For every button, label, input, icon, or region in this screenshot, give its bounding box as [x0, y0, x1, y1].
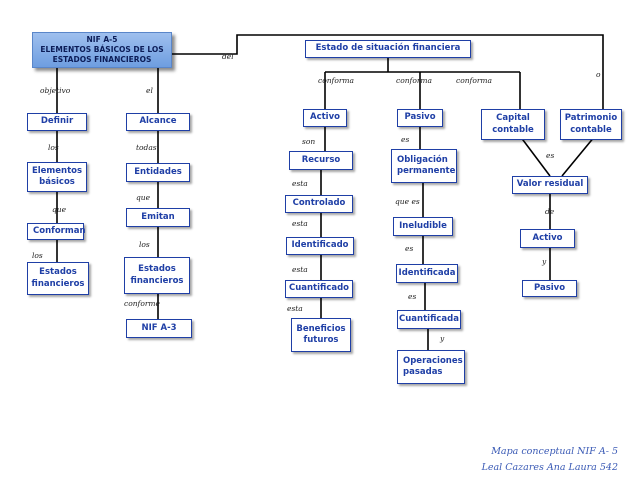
node-activo: Activo	[303, 109, 347, 127]
node-valor-residual: Valor residual	[512, 176, 588, 194]
node-nif-a3: NIF A-3	[126, 319, 192, 338]
node-alcance: Alcance	[126, 113, 190, 131]
node-identificada: Identificada	[396, 264, 458, 283]
node-cuantificada: Cuantificada	[397, 310, 461, 329]
node-cuantificado: Cuantificado	[285, 280, 353, 298]
label-el: el	[146, 86, 153, 95]
label-que-2: que	[136, 193, 151, 202]
node-entidades-text: Entidades	[134, 166, 182, 177]
node-patrimonio-contable-text: Patrimonio contable	[564, 113, 618, 135]
node-activo-right: Activo	[520, 229, 575, 248]
node-estado-situacion-text: Estado de situación financiera	[315, 43, 461, 54]
node-estados-financieros-mid: Estados financieros	[124, 257, 190, 294]
node-capital-contable-text: Capital contable	[492, 113, 534, 135]
node-nif-a3-text: NIF A-3	[141, 322, 177, 333]
node-identificada-text: Identificada	[398, 267, 456, 278]
label-conforma-3: conforma	[456, 76, 493, 85]
diagram-title-text: NIF A-5 ELEMENTOS BÁSICOS DE LOS ESTADOS…	[40, 34, 164, 65]
label-esta-2: esta	[292, 219, 308, 228]
node-pasivo-text: Pasivo	[404, 112, 436, 123]
diagram-title: NIF A-5 ELEMENTOS BÁSICOS DE LOS ESTADOS…	[32, 32, 172, 68]
credit-line-2: Leal Cazares Ana Laura 542	[481, 462, 618, 473]
node-cuantificada-text: Cuantificada	[399, 313, 459, 324]
label-o: o	[596, 70, 601, 79]
label-esta-3: esta	[292, 265, 308, 274]
label-los-3: los	[139, 240, 150, 249]
label-es-3: es	[408, 292, 417, 301]
node-patrimonio-contable: Patrimonio contable	[560, 109, 622, 140]
node-obligacion-permanente: Obligación permanente	[391, 149, 457, 183]
label-que-1: que	[52, 205, 67, 214]
node-emitan-text: Emitan	[141, 211, 175, 222]
node-obligacion-permanente-text: Obligación permanente	[397, 154, 456, 176]
node-cuantificado-text: Cuantificado	[288, 283, 350, 294]
node-estados-financieros-mid-text: Estados financieros	[130, 264, 184, 286]
label-los-1: los	[48, 143, 59, 152]
node-elementos-basicos: Elementos básicos	[27, 162, 87, 192]
label-que-es: que es	[395, 197, 420, 206]
node-conforman: Conforman	[27, 223, 86, 240]
node-estados-financieros-left: Estados financieros	[27, 262, 89, 295]
label-conforma-2: conforma	[396, 76, 433, 85]
label-y-2: y	[542, 257, 547, 266]
label-esta-4: esta	[287, 304, 303, 313]
node-estados-financieros-left-text: Estados financieros	[31, 267, 85, 289]
label-es-4: es	[546, 151, 555, 160]
label-son: son	[302, 137, 316, 146]
node-definir: Definir	[27, 113, 87, 131]
label-conforme: conforme	[124, 299, 160, 308]
node-estado-situacion: Estado de situación financiera	[305, 40, 471, 58]
label-es-1: es	[401, 135, 410, 144]
credit-line-1: Mapa conceptual NIF A- 5	[491, 446, 618, 457]
label-objetivo: objetivo	[40, 86, 71, 95]
node-controlado-text: Controlado	[292, 198, 346, 209]
node-ineludible-text: Ineludible	[399, 220, 447, 231]
label-todas: todas	[136, 143, 157, 152]
node-capital-contable: Capital contable	[481, 109, 545, 140]
node-operaciones-pasadas-text: Operaciones pasadas	[403, 355, 463, 377]
label-de: de	[545, 207, 555, 216]
node-valor-residual-text: Valor residual	[516, 179, 584, 190]
label-y-1: y	[440, 334, 445, 343]
node-emitan: Emitan	[126, 208, 190, 227]
label-los-2: los	[32, 251, 43, 260]
node-operaciones-pasadas: Operaciones pasadas	[397, 350, 465, 384]
node-activo-right-text: Activo	[532, 232, 563, 243]
node-recurso-text: Recurso	[301, 154, 341, 165]
label-conforma-1: conforma	[318, 76, 355, 85]
node-definir-text: Definir	[40, 116, 74, 127]
node-ineludible: Ineludible	[393, 217, 453, 236]
node-entidades: Entidades	[126, 163, 190, 182]
node-elementos-basicos-text: Elementos básicos	[31, 165, 83, 187]
node-conforman-text: Conforman	[33, 225, 86, 236]
node-pasivo-right-text: Pasivo	[533, 282, 566, 293]
node-identificado: Identificado	[286, 237, 354, 255]
node-pasivo: Pasivo	[397, 109, 443, 127]
label-esta-1: esta	[292, 179, 308, 188]
node-alcance-text: Alcance	[139, 116, 177, 127]
label-es-2: es	[405, 244, 414, 253]
label-del: del	[222, 52, 234, 61]
node-controlado: Controlado	[285, 195, 353, 213]
node-beneficios-futuros: Beneficios futuros	[291, 318, 351, 352]
node-beneficios-futuros-text: Beneficios futuros	[296, 323, 346, 345]
node-activo-text: Activo	[310, 112, 340, 123]
node-identificado-text: Identificado	[291, 240, 349, 251]
node-pasivo-right: Pasivo	[522, 280, 577, 297]
node-recurso: Recurso	[289, 151, 353, 170]
